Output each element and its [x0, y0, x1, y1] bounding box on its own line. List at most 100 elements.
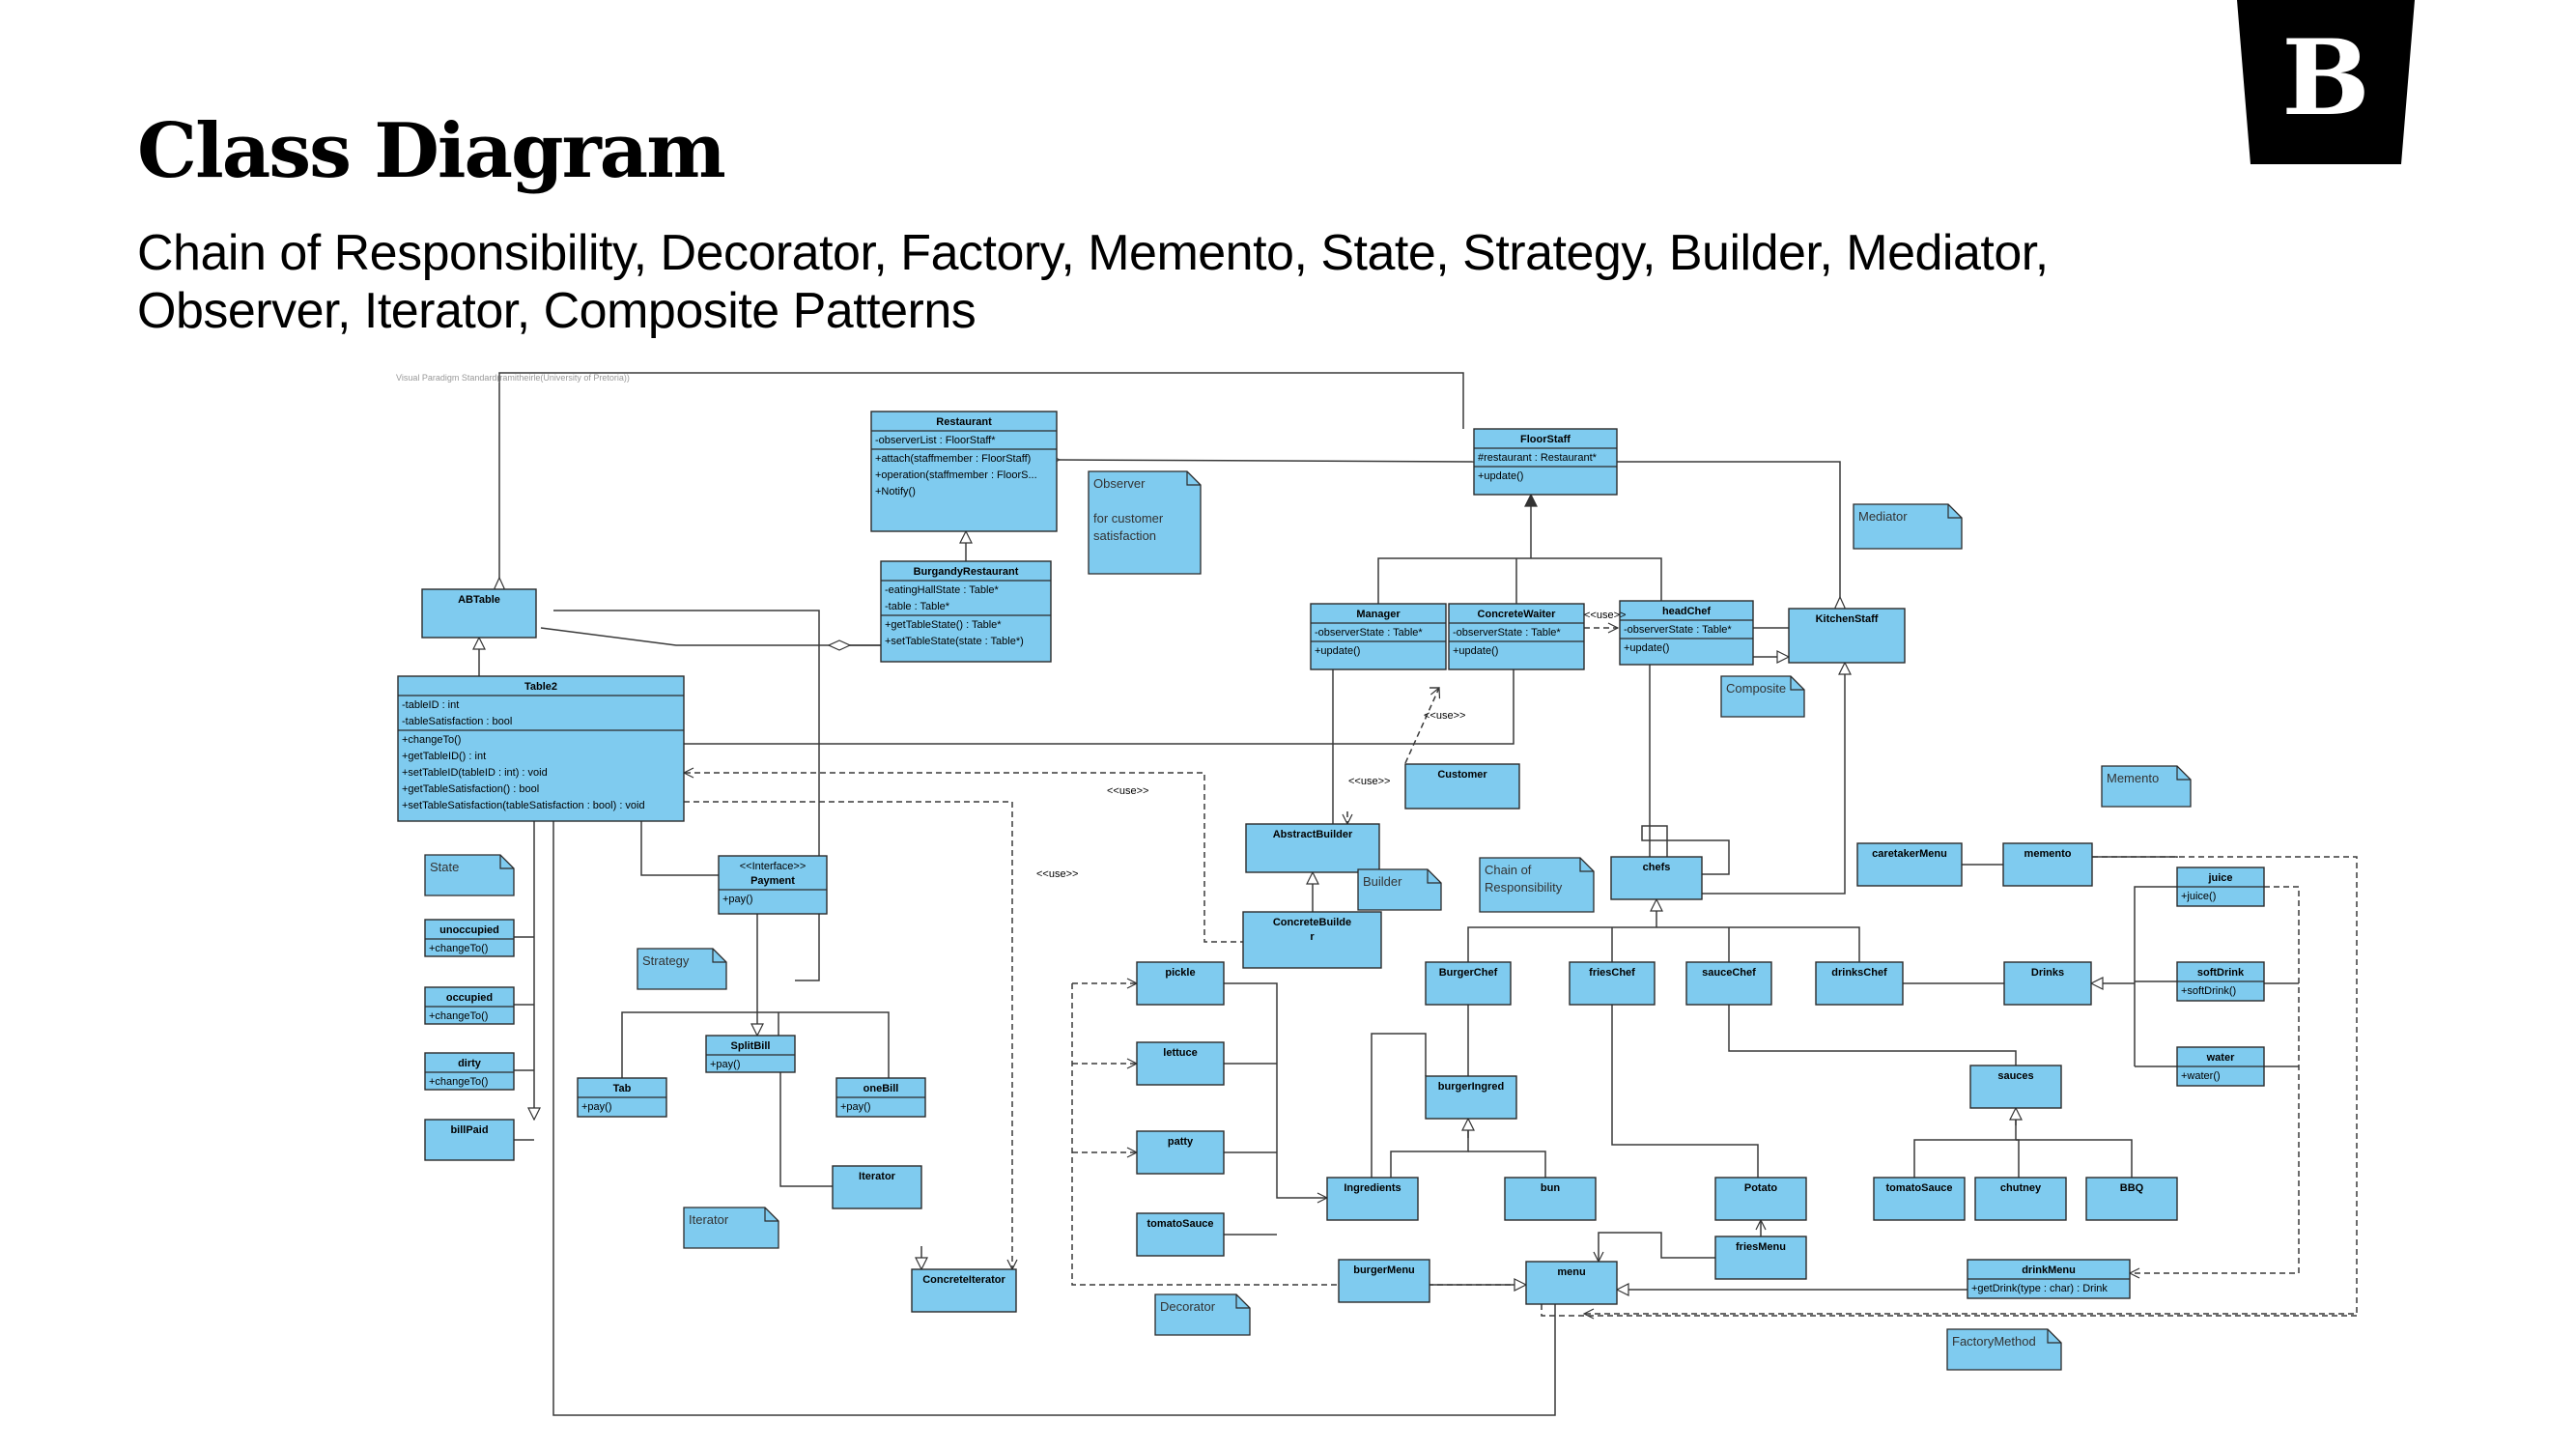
logo-letter: B: [2281, 17, 2369, 139]
note-text: Decorator: [1160, 1299, 1216, 1314]
class-name: Ingredients: [1344, 1182, 1401, 1194]
class-attribute: -observerList : FloorStaff*: [875, 435, 996, 446]
class-name: Potato: [1744, 1182, 1778, 1194]
class-menu: menu: [1525, 1261, 1618, 1305]
class-box: [1685, 961, 1772, 1006]
class-tomatosauce: tomatoSauce: [1873, 1177, 1966, 1221]
class-operation: +pay(): [840, 1101, 871, 1113]
connector: [2130, 886, 2300, 1273]
class-name: ConcreteBuilde: [1273, 917, 1351, 928]
class-headchef: headChef-observerState : Table*+update(): [1619, 600, 1754, 666]
subtitle-line-1: Chain of Responsibility, Decorator, Fact…: [137, 225, 2049, 281]
class-attribute: -eatingHallState : Table*: [885, 584, 1000, 596]
note-shape: [424, 854, 515, 896]
note-text: Strategy: [642, 953, 690, 968]
class-operation: +getTableID() : int: [402, 751, 486, 762]
class-unoccupied: unoccupied+changeTo(): [424, 919, 515, 957]
class-name: occupied: [446, 992, 493, 1004]
class-box: [424, 1052, 515, 1091]
class-name: Table2: [524, 681, 557, 693]
class-name: drinkMenu: [2022, 1264, 2076, 1276]
class-iterator: Iterator: [832, 1165, 922, 1209]
note-shape: [1720, 675, 1805, 718]
class-attribute: -observerState : Table*: [1315, 627, 1423, 639]
class-payment: <<Interface>>Payment+pay(): [718, 855, 828, 915]
class-splitbill: SplitBill+pay(): [705, 1035, 796, 1073]
class-box: [1425, 961, 1512, 1006]
note-fold: [2047, 1329, 2061, 1344]
class-box: [705, 1035, 796, 1073]
connector: [1468, 1151, 1546, 1178]
class-box: [1242, 911, 1382, 969]
connector: [1372, 1033, 1427, 1178]
class-operation: +update(): [1478, 470, 1523, 482]
class-operation: +setTableSatisfaction(tableSatisfaction …: [402, 800, 645, 811]
class-tab: Tab+pay(): [577, 1077, 667, 1118]
class-name: BurgerChef: [1439, 967, 1498, 979]
note-text: Chain of: [1485, 863, 1532, 877]
class-name: tomatoSauce: [1885, 1182, 1952, 1194]
connector: [2134, 886, 2177, 1066]
class-drinkmenu: drinkMenu +getDrink(type : char) : Drink: [1967, 1259, 2131, 1299]
class-abstractbuilder: AbstractBuilder: [1245, 823, 1380, 873]
class-lettuce: lettuce: [1136, 1041, 1225, 1086]
note-fold: [1235, 1294, 1250, 1309]
connector: [1913, 1108, 2017, 1178]
watermark: Visual Paradigm Standard(ramitheirle(Uni…: [396, 373, 630, 383]
class-operation: +update(): [1624, 642, 1669, 654]
class-box: [1425, 1075, 1517, 1120]
note-text: State: [430, 860, 459, 874]
note-text: for customer: [1093, 511, 1164, 526]
class-name: Iterator: [859, 1171, 896, 1182]
connector: [621, 1011, 890, 1078]
class-box: [1136, 1130, 1225, 1175]
class-attribute: -observerState : Table*: [1453, 627, 1561, 639]
class-box: [1610, 856, 1703, 900]
page-subtitle: Chain of Responsibility, Decorator, Fact…: [137, 224, 2262, 340]
class-burgermenu: burgerMenu: [1338, 1259, 1430, 1303]
connector: [499, 372, 1464, 578]
note-text: satisfaction: [1093, 528, 1156, 543]
class-operation: +operation(staffmember : FloorS...: [875, 469, 1037, 481]
class-restaurant: Restaurant-observerList : FloorStaff*+at…: [870, 411, 1058, 532]
class-name: AbstractBuilder: [1273, 829, 1353, 840]
class-name: tomatoSauce: [1146, 1218, 1213, 1230]
connector: [684, 773, 1246, 943]
connector: [1729, 1005, 2017, 1065]
class-operation: +setTableState(state : Table*): [885, 636, 1024, 647]
class-box: [1326, 1177, 1419, 1221]
class-box: [424, 919, 515, 957]
class-operation: +update(): [1453, 645, 1498, 657]
class-box: [911, 1268, 1017, 1313]
class-operation: +getDrink(type : char) : Drink: [1971, 1283, 2108, 1294]
class-operation: +softDrink(): [2181, 985, 2236, 997]
brand-logo: B: [2237, 0, 2415, 164]
note-shape: [1946, 1328, 2062, 1371]
class-box: [1136, 1041, 1225, 1086]
connector: [1467, 926, 1860, 962]
class-operation: +changeTo(): [402, 734, 461, 746]
class-box: [2085, 1177, 2178, 1221]
class-name: KitchenStaff: [1816, 613, 1879, 625]
class-operation: +pay(): [722, 894, 753, 905]
class-name: chefs: [1643, 862, 1671, 873]
class-name: friesChef: [1589, 967, 1635, 979]
class-box: [397, 675, 685, 822]
class-operation: +water(): [2181, 1070, 2221, 1082]
class-operation: +changeTo(): [429, 943, 488, 954]
connector: [553, 610, 820, 981]
note-memento: Memento: [2101, 765, 2192, 808]
class-box: [1969, 1065, 2062, 1109]
class-operation: +getTableState() : Table*: [885, 619, 1002, 631]
note-mediator: Mediator: [1853, 503, 1963, 550]
class-box: [1569, 961, 1656, 1006]
class-name: billPaid: [450, 1124, 488, 1136]
class-bbq: BBQ: [2085, 1177, 2178, 1221]
note-shape: [1357, 868, 1442, 911]
note-shape: [1088, 470, 1202, 575]
use-label: <<use>>: [1348, 776, 1390, 787]
